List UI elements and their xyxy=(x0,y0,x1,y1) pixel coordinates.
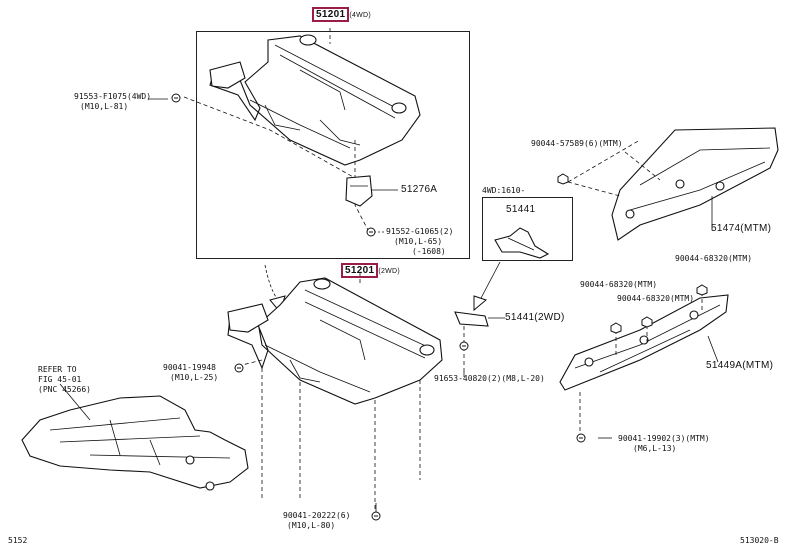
page-number-left: 5152 xyxy=(8,536,28,545)
callout-90041-19902-note: (M6,L-13) xyxy=(633,444,677,453)
nut-icon xyxy=(641,316,653,328)
callout-90041-20222[interactable]: 90041-20222(6) xyxy=(283,511,351,520)
callout-90044-68320-b[interactable]: 90044-68320(MTM) xyxy=(580,280,658,289)
bolt-icon xyxy=(366,227,376,237)
callout-91552-note2: (-1608) xyxy=(412,247,446,256)
refer-line2[interactable]: FIG 45-01 xyxy=(38,375,82,384)
inset-part-51441[interactable]: 51441 xyxy=(506,204,536,215)
bracket-51276a-drawing xyxy=(345,175,373,207)
crossmember-2wd-drawing xyxy=(227,277,443,405)
plate-51474-drawing xyxy=(611,127,779,241)
inset-4wd-frame xyxy=(482,197,573,261)
bolt-icon xyxy=(576,433,586,443)
part-51441-2wd[interactable]: 51441(2WD) xyxy=(505,312,565,323)
callout-90044-57589[interactable]: 90044-57589(6)(MTM) xyxy=(531,139,623,148)
under-cover-drawing xyxy=(21,395,249,491)
bolt-icon xyxy=(171,93,181,103)
refer-line1: REFER TO xyxy=(38,365,77,374)
bolt-icon xyxy=(371,511,381,521)
page-number-right: 513020-B xyxy=(740,536,779,545)
part-51474[interactable]: 51474(MTM) xyxy=(711,223,772,234)
callout-90041-19948[interactable]: 90041-19948 xyxy=(163,363,216,372)
callout-90044-68320-c[interactable]: 90044-68320(MTM) xyxy=(617,294,695,303)
part-51276a[interactable]: 51276A xyxy=(401,184,438,195)
bar-51449a-drawing xyxy=(559,294,729,391)
part-51201-2wd[interactable]: 51201(2WD) xyxy=(341,263,401,278)
part-51201-4wd[interactable]: 51201(4WD) xyxy=(312,7,372,22)
callout-91552-note1: (M10,L-65) xyxy=(394,237,443,246)
part-number-highlight[interactable]: 51201 xyxy=(341,263,379,278)
crossmember-4wd-drawing xyxy=(209,34,421,166)
bolt-icon xyxy=(234,363,244,373)
top-assembly-frame xyxy=(196,31,470,259)
part-number-highlight[interactable]: 51201 xyxy=(312,7,350,22)
refer-line3: (PNC 45266) xyxy=(38,385,91,394)
callout-90041-19902[interactable]: 90041-19902(3)(MTM) xyxy=(618,434,710,443)
bracket-51441-2wd-drawing xyxy=(454,311,489,327)
callout-91553[interactable]: 91553-F1075(4WD) xyxy=(74,92,152,101)
nut-icon xyxy=(557,173,569,185)
inset-51441-drawing xyxy=(494,227,550,259)
part-note: (4WD) xyxy=(349,12,372,19)
part-note: (2WD) xyxy=(378,268,401,275)
nut-icon xyxy=(610,322,622,334)
callout-91653[interactable]: 91653-40820(2)(M8,L-20) xyxy=(434,374,545,383)
callout-91553-note: (M10,L-81) xyxy=(80,102,129,111)
bolt-icon xyxy=(459,341,469,351)
part-51449a[interactable]: 51449A(MTM) xyxy=(706,360,774,371)
callout-90044-68320-a[interactable]: 90044-68320(MTM) xyxy=(675,254,753,263)
nut-icon xyxy=(696,284,708,296)
callout-90041-19948-note: (M10,L-25) xyxy=(170,373,219,382)
callout-90041-20222-note: (M10,L-80) xyxy=(287,521,336,530)
callout-91552[interactable]: 91552-G1065(2) xyxy=(386,227,454,236)
inset-header: 4WD:1610- xyxy=(482,186,526,195)
